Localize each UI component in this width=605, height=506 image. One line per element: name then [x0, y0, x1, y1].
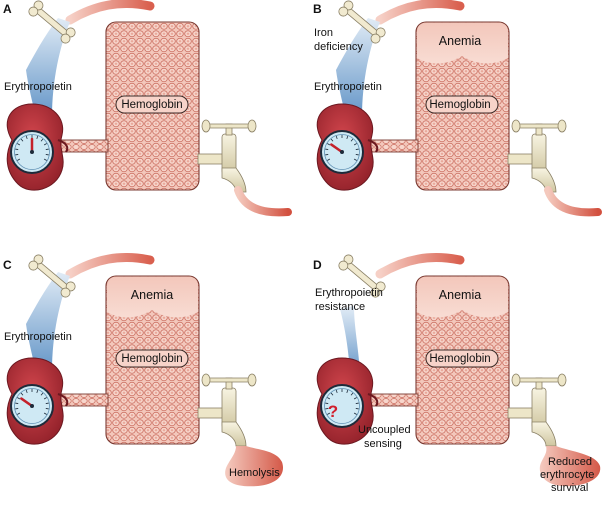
- erythropoietin-signal: [26, 18, 70, 118]
- erythropoietin-signal: [26, 272, 70, 372]
- hemoglobin-label-b: Hemoglobin: [429, 99, 490, 111]
- panel-d-labels: D Erythropoietin resistance Anemia Hemog…: [313, 258, 594, 494]
- uncoupled-sensing-line2: sensing: [364, 438, 402, 450]
- panel-b: [316, 0, 602, 217]
- faucet-icon: [511, 373, 567, 447]
- panel-c: [6, 253, 283, 487]
- blood-outflow: [544, 186, 602, 217]
- erythropoietin-signal: [336, 18, 380, 118]
- reduced-survival-line3: survival: [551, 482, 588, 494]
- anemia-depletion-zone: [417, 23, 508, 64]
- faucet-icon: [511, 119, 567, 193]
- blood-outflow: [234, 186, 292, 217]
- gauge-needle: [20, 397, 34, 408]
- bone-to-tank-arc: [375, 0, 465, 25]
- panel-letter-a: A: [3, 2, 12, 16]
- epo-label-c: Erythropoietin: [4, 331, 72, 343]
- hemoglobin-tank: [105, 275, 200, 445]
- gauge-icon: [320, 384, 364, 428]
- hemoglobin-label-d: Hemoglobin: [429, 353, 490, 365]
- panel-letter-c: C: [3, 258, 12, 272]
- bone-icon: [28, 254, 76, 298]
- reduced-survival-line2: erythrocyte: [540, 469, 594, 481]
- iron-deficiency-label-line1: Iron: [314, 27, 333, 39]
- hemoglobin-badge: [115, 95, 189, 114]
- panel-letter-b: B: [313, 2, 322, 16]
- hemoglobin-badge: [115, 349, 189, 368]
- hemoglobin-tank: [105, 21, 200, 191]
- panel-d: [316, 253, 601, 487]
- gauge-icon: [320, 130, 364, 174]
- panel-b-labels: B Iron deficiency Erythropoietin Anemia …: [313, 2, 491, 111]
- hemolysis-outflow: [225, 446, 283, 487]
- bone-icon: [338, 254, 386, 298]
- gauge-needle: [330, 143, 344, 154]
- erythropoietin-signal: [340, 306, 360, 372]
- epo-resistance-line1: Erythropoietin: [315, 287, 383, 299]
- bone-icon: [28, 0, 76, 44]
- panel-a: [6, 0, 292, 217]
- hemolysis-label: Hemolysis: [229, 467, 280, 479]
- gauge-icon: [10, 130, 54, 174]
- hemoglobin-tank: [415, 275, 510, 445]
- uncoupled-sensing-line1: Uncoupled: [358, 424, 411, 436]
- anemia-label-d: Anemia: [439, 288, 481, 302]
- iron-deficiency-label-line2: deficiency: [314, 41, 363, 53]
- hemoglobin-label-a: Hemoglobin: [121, 99, 182, 111]
- epo-label-a: Erythropoietin: [4, 81, 72, 93]
- hemoglobin-badge: [425, 349, 499, 368]
- bone-icon: [338, 0, 386, 44]
- bone-to-tank-arc: [65, 0, 155, 25]
- panel-letter-d: D: [313, 258, 322, 272]
- hemoglobin-badge: [425, 95, 499, 114]
- epo-resistance-line2: resistance: [315, 301, 365, 313]
- hemoglobin-label-c: Hemoglobin: [121, 353, 182, 365]
- faucet-icon: [201, 373, 257, 447]
- hemoglobin-tank: [415, 21, 510, 191]
- gauge-icon: [10, 384, 54, 428]
- reduced-survival-line1: Reduced: [548, 456, 592, 468]
- anemia-label-b: Anemia: [439, 34, 481, 48]
- bone-to-tank-arc: [65, 253, 155, 279]
- question-mark-icon: ?: [328, 402, 338, 421]
- reduced-survival-outflow: [539, 446, 601, 487]
- epo-label-b: Erythropoietin: [314, 81, 382, 93]
- anemia-label-c: Anemia: [131, 288, 173, 302]
- panel-a-labels: A Erythropoietin Hemoglobin: [3, 2, 183, 111]
- anemia-depletion-zone: [107, 277, 198, 318]
- anemia-depletion-zone: [417, 277, 508, 318]
- panel-c-labels: C Erythropoietin Anemia Hemoglobin Hemol…: [3, 258, 280, 479]
- bone-to-tank-arc: [375, 253, 465, 279]
- faucet-icon: [201, 119, 257, 193]
